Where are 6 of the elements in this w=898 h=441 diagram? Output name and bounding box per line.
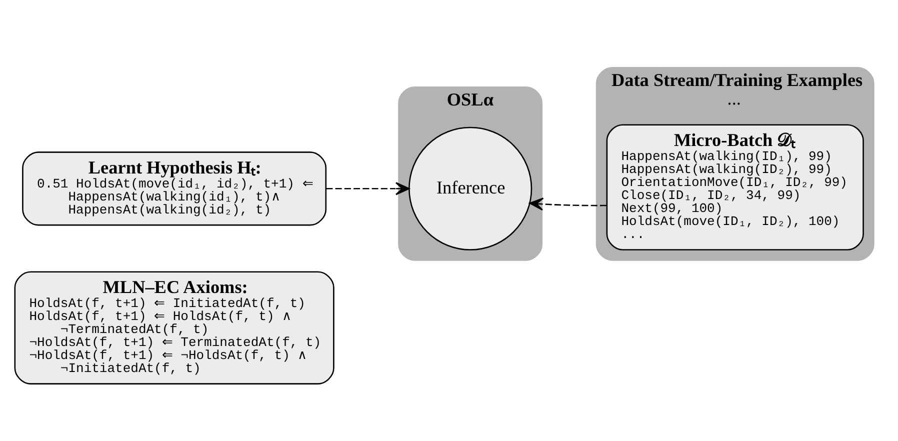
- node-box: MLN–EC Axioms: HoldsAt(f, t+1) ⇐ InitiatedAt(f, t) HoldsAt(f, t+1) ⇐ HoldsAt(f, t) ∧ ¬TerminatedAt(f, t) ¬HoldsAt(f, t+1) ⇐ TerminatedAt(f, t) ¬HoldsAt(f, t+1) ⇐ ¬HoldsAt(f, t) ∧ ¬InitiatedAt(f, t): [14, 271, 334, 384]
- arrow: [528, 198, 606, 211]
- node-box: Micro-Batch 𝒟ₜ HappensAt(walking(ID₁), 99) HappensAt(walking(ID₂), 99) OrientationMove(ID₁, ID₂, 99) Close(ID₁, ID₂, 34, 99) Next(99, 100) HoldsAt(move(ID₁, ID₂), 100) ...: [606, 124, 864, 250]
- node-box: Learnt Hypothesis Hₜ: 0.51 HoldsAt(move(id₁, id₂), t+1) ⇐ HappensAt(walking(id₁), t)∧ HappensAt(walking(id₂), t): [22, 152, 326, 226]
- node-circle: Inference: [408, 126, 532, 250]
- arrow: [326, 182, 410, 196]
